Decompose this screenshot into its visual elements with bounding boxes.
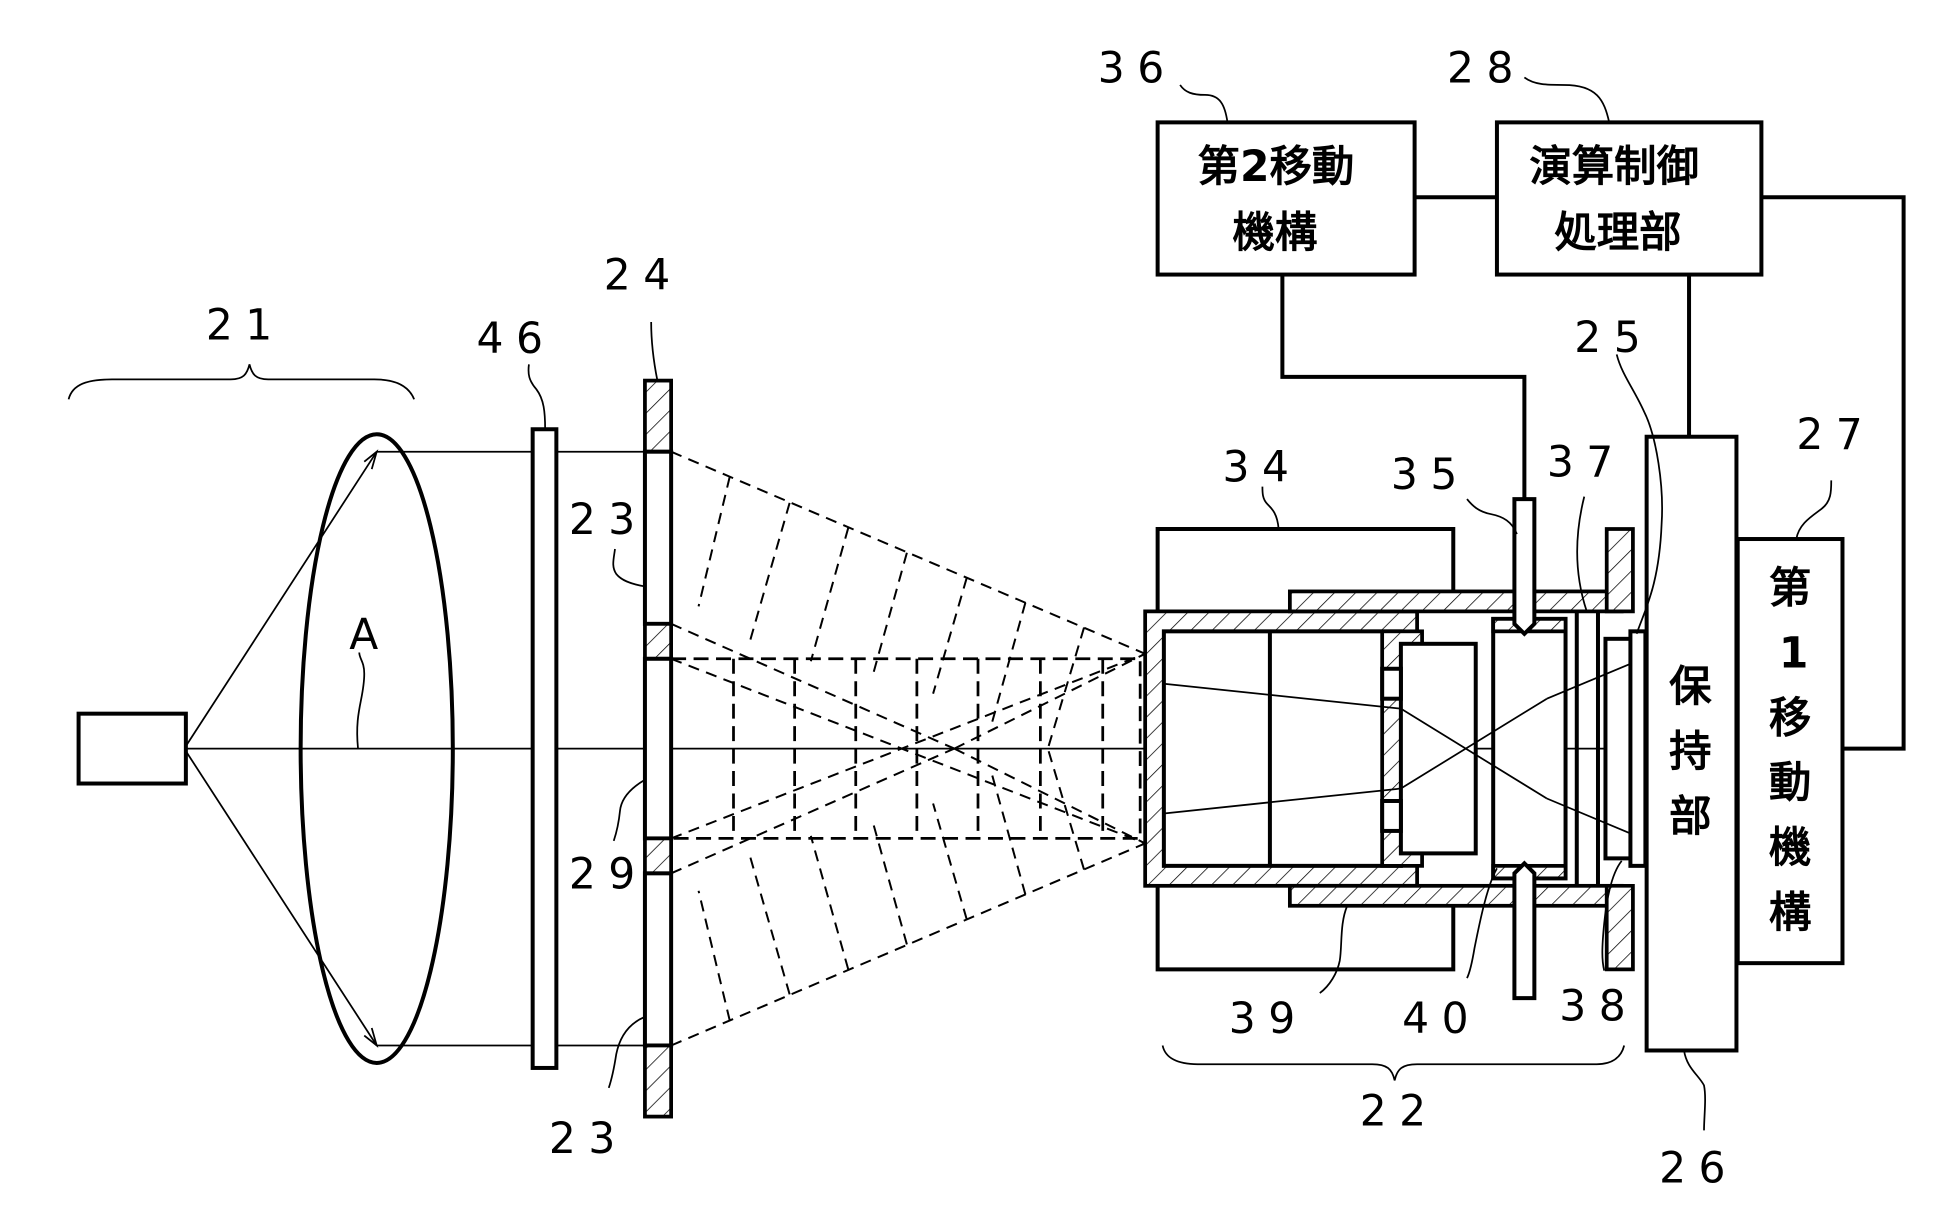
mask-aperture-center bbox=[645, 659, 671, 839]
leader-29 bbox=[614, 780, 645, 841]
ref-40: 40 bbox=[1402, 995, 1481, 1044]
mask-aperture-bottom bbox=[645, 873, 671, 1045]
mask-segment-bottom bbox=[645, 1045, 671, 1116]
first-moving-char: 1 bbox=[1779, 630, 1809, 679]
ref-21: 21 bbox=[206, 301, 285, 350]
brace-21 bbox=[69, 364, 415, 399]
holding-unit-char: 持 bbox=[1669, 728, 1711, 777]
wavefront-bottom bbox=[748, 851, 789, 994]
leader-39 bbox=[1320, 906, 1347, 993]
ref-29: 29 bbox=[569, 850, 648, 899]
wavefront-top bbox=[748, 503, 789, 646]
leader-28 bbox=[1524, 77, 1609, 122]
leader-23-top bbox=[613, 549, 645, 586]
leader-27 bbox=[1796, 480, 1831, 539]
arithmetic-control-label-1: 演算制御 bbox=[1529, 143, 1699, 192]
mask-aperture-top bbox=[645, 452, 671, 624]
sleeve-flange-bottom bbox=[1607, 886, 1633, 970]
wavefront-bottom bbox=[1048, 749, 1084, 870]
ref-46: 46 bbox=[477, 315, 556, 364]
ref-23-bottom: 23 bbox=[549, 1115, 628, 1164]
plunger-35-bottom bbox=[1514, 863, 1534, 998]
first-moving-char: 第 bbox=[1769, 565, 1811, 614]
second-moving-mechanism-label-2: 機構 bbox=[1232, 209, 1317, 258]
wavefront-bottom bbox=[933, 803, 967, 919]
light-source bbox=[79, 714, 186, 784]
leader-34 bbox=[1262, 487, 1278, 529]
beam-ray-upper bbox=[186, 452, 377, 746]
fan-bottom-upper-edge bbox=[671, 749, 954, 874]
ref-23-top: 23 bbox=[569, 496, 648, 545]
leader-26 bbox=[1684, 1050, 1705, 1130]
wavefront-top bbox=[811, 528, 848, 661]
wavefront-top bbox=[933, 578, 967, 694]
ref-26: 26 bbox=[1659, 1145, 1738, 1194]
holding-unit-label: 保 持 部 bbox=[1669, 663, 1712, 842]
ref-35: 35 bbox=[1391, 451, 1470, 500]
sleeve-flange-top bbox=[1607, 529, 1633, 611]
ref-24: 24 bbox=[604, 252, 683, 301]
angle-label-a: A bbox=[349, 611, 378, 660]
ring-40 bbox=[1493, 619, 1565, 878]
ref-39: 39 bbox=[1229, 995, 1308, 1044]
first-moving-char: 構 bbox=[1769, 889, 1811, 938]
mask-segment-center-bottom bbox=[645, 838, 671, 873]
second-moving-mechanism-label-1: 第2移動 bbox=[1198, 143, 1355, 192]
leader-23-bottom bbox=[609, 1017, 645, 1088]
sleeve-bottom bbox=[1290, 886, 1622, 906]
wavefront-bottom bbox=[992, 774, 1026, 895]
leader-a bbox=[357, 653, 364, 749]
leader-36 bbox=[1180, 85, 1227, 122]
wavefront-top bbox=[992, 603, 1026, 724]
wavefront-top bbox=[873, 553, 907, 674]
arithmetic-control-label-2: 処理部 bbox=[1554, 209, 1681, 258]
mask-segment-center-top bbox=[645, 624, 671, 659]
ref-22: 22 bbox=[1360, 1087, 1439, 1136]
leader-35 bbox=[1467, 499, 1517, 534]
fan-cross-lower bbox=[954, 654, 1145, 749]
beam-ray-lower bbox=[186, 751, 377, 1045]
leader-24 bbox=[651, 322, 657, 381]
fan-center-lower bbox=[671, 654, 1145, 839]
fan-cross-upper bbox=[954, 749, 1145, 844]
holding-unit-char: 部 bbox=[1669, 793, 1711, 842]
first-moving-char: 機 bbox=[1769, 824, 1811, 873]
ref-38: 38 bbox=[1559, 983, 1638, 1032]
sleeve-top bbox=[1290, 591, 1622, 611]
first-moving-char: 移 bbox=[1769, 694, 1811, 743]
sensor-plate-25 bbox=[1630, 631, 1645, 866]
ref-36: 36 bbox=[1098, 44, 1177, 93]
wavefront-top bbox=[699, 477, 730, 607]
mask-segment-top bbox=[645, 381, 671, 452]
filter-plate-46 bbox=[533, 429, 557, 1068]
wavefront-bottom bbox=[811, 836, 848, 969]
leader-46 bbox=[528, 364, 545, 429]
wavefront-bottom bbox=[699, 891, 730, 1021]
fan-bottom-lower-edge bbox=[671, 843, 1145, 1045]
holding-unit-char: 保 bbox=[1669, 663, 1712, 712]
fan-center-upper bbox=[671, 659, 1145, 844]
lens-barrel-inner bbox=[1164, 631, 1401, 866]
ref-27: 27 bbox=[1796, 411, 1875, 460]
lens-holder-gap-top bbox=[1382, 669, 1401, 699]
plunger-35-top bbox=[1514, 499, 1534, 634]
ref-37: 37 bbox=[1547, 439, 1626, 488]
ref-34: 34 bbox=[1223, 444, 1302, 493]
lens-holder-gap-bottom bbox=[1382, 801, 1401, 831]
fan-top-lower-edge bbox=[671, 624, 954, 749]
wavefront-bottom bbox=[873, 823, 907, 944]
brace-22 bbox=[1163, 1045, 1625, 1080]
first-moving-char: 動 bbox=[1769, 759, 1811, 808]
wavefront-top bbox=[1048, 628, 1084, 749]
fan-top-upper-edge bbox=[671, 452, 1145, 654]
ref-28: 28 bbox=[1447, 44, 1526, 93]
ref-25: 25 bbox=[1574, 314, 1653, 363]
